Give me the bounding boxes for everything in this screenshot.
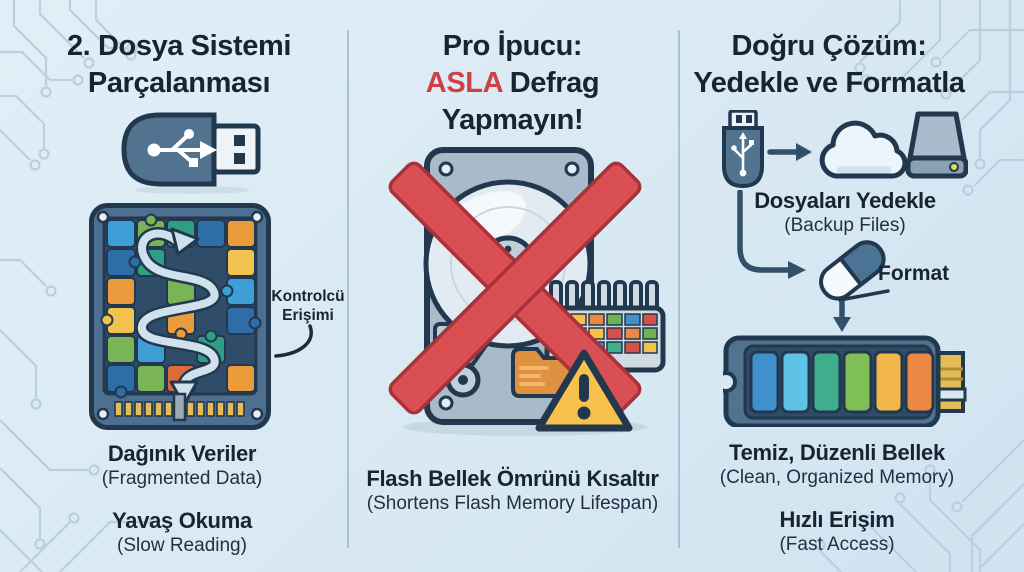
external-drive-icon xyxy=(905,111,968,179)
caption-slow-reading-en: (Slow Reading) xyxy=(117,535,247,557)
no-x-icon xyxy=(388,161,642,415)
caption-fragmented-data-tr: Dağınık Veriler xyxy=(107,441,257,466)
caption-backup-en: (Backup Files) xyxy=(784,215,906,237)
backup-caption: Dosyaları Yedekle (Backup Files) xyxy=(678,188,1012,238)
caption-fragmented-data-en: (Fragmented Data) xyxy=(101,468,263,490)
caption-slow-reading-tr: Yavaş Okuma xyxy=(112,508,252,534)
controller-path-arrow-icon xyxy=(274,324,313,358)
right-panel-title: Doğru Çözüm: Yedekle ve Formatla xyxy=(693,30,965,99)
middle-title-rest: Defrag Yapmayın! xyxy=(441,66,600,136)
caption-fast-access-tr: Hızlı Erişim xyxy=(779,507,895,533)
middle-caption: Flash Bellek Ömrünü Kısaltır (Shortens F… xyxy=(352,466,673,516)
fragmented-memory-card-icon xyxy=(89,203,271,430)
middle-title-line2: ASLA Defrag Yapmayın! xyxy=(352,65,673,139)
eraser-icon xyxy=(819,240,890,302)
down-arrow-icon xyxy=(833,301,851,332)
panel-divider-right xyxy=(678,30,680,548)
warning-triangle-icon xyxy=(535,349,633,432)
caption-lifespan-en: (Shortens Flash Memory Lifespan) xyxy=(366,493,659,515)
caption-clean-memory-tr: Temiz, Düzenli Bellek xyxy=(729,440,945,465)
backup-row xyxy=(722,110,968,189)
no-defrag-illustration xyxy=(388,147,666,436)
middle-title-accent: ASLA xyxy=(425,66,503,99)
ssd-memory-icon xyxy=(723,335,967,427)
right-arrow-icon xyxy=(767,143,812,161)
elbow-arrow-icon xyxy=(737,190,806,279)
controller-access-label: Kontrolcü Erişimi xyxy=(271,288,345,325)
format-label: Format xyxy=(878,262,950,285)
middle-title-line1: Pro İpucu: xyxy=(442,30,583,62)
caption-fast-access-en: (Fast Access) xyxy=(779,534,895,556)
usb-flash-drive-icon xyxy=(121,112,261,194)
caption-lifespan-tr: Flash Bellek Ömrünü Kısaltır xyxy=(366,466,659,491)
left-captions: Dağınık Veriler (Fragmented Data) Yavaş … xyxy=(12,441,352,558)
middle-panel-title: Pro İpucu: ASLA Defrag Yapmayın! xyxy=(352,28,673,138)
right-captions: Temiz, Düzenli Bellek (Clean, Organized … xyxy=(670,440,1004,557)
left-panel-title: 2. Dosya Sistemi Parçalanması xyxy=(66,30,292,99)
caption-backup-tr: Dosyaları Yedekle xyxy=(754,188,936,213)
usb-stick-icon xyxy=(722,110,764,189)
cloud-icon xyxy=(819,120,908,179)
caption-clean-memory-en: (Clean, Organized Memory) xyxy=(719,467,955,489)
panel-divider-left xyxy=(347,30,349,548)
